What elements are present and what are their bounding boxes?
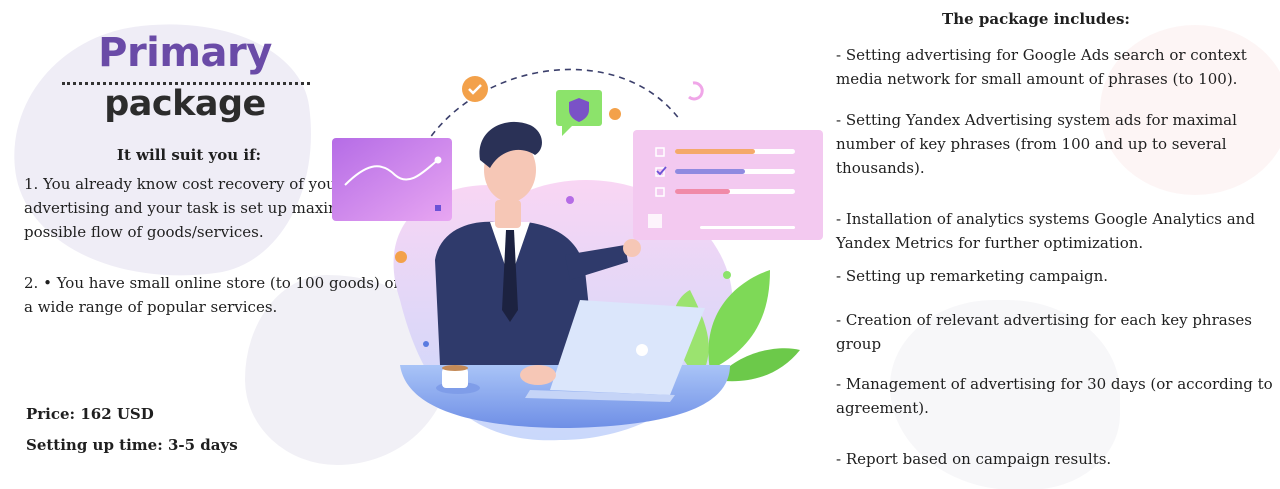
check-badge-icon [462, 76, 488, 102]
suit-item-2: 2. • You have small online store (to 100… [24, 274, 401, 316]
coffee-cup-icon [442, 368, 468, 388]
includes-item: - Setting Yandex Advertising system ads … [836, 111, 1237, 177]
setup-time: Setting up time: 3-5 days [26, 436, 238, 454]
hero-illustration [332, 68, 823, 441]
price: Price: 162 USD [26, 405, 154, 423]
laptop-icon [550, 300, 705, 395]
includes-item: - Setting up remarketing campaign. [836, 267, 1109, 285]
suit-heading: It will suit you if: [116, 146, 262, 164]
suit-item-1: 1. You already know cost recovery of you… [24, 175, 357, 241]
title-primary: Primary [98, 30, 272, 76]
includes-item: - Report based on campaign results. [836, 450, 1112, 468]
includes-item: - Creation of relevant advertising for e… [836, 311, 1252, 353]
chart-card [332, 138, 452, 221]
decor-blob-top-right [1100, 25, 1280, 195]
checklist-card [633, 130, 823, 240]
decor-blob-bottom-right [890, 300, 1120, 489]
leaf-icon [708, 270, 770, 370]
includes-item: - Management of advertising for 30 days … [836, 375, 1273, 417]
includes-item: - Setting advertising for Google Ads sea… [836, 46, 1247, 88]
title-divider [62, 82, 310, 85]
includes-heading: The package includes: [942, 10, 1130, 28]
title-package: package [104, 84, 266, 124]
includes-item: - Installation of analytics systems Goog… [836, 210, 1255, 252]
